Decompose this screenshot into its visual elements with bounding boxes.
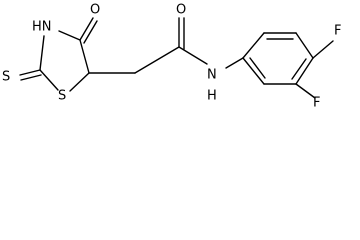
- bond-ar-6: [242, 57, 265, 85]
- atom-label-hn-ring: HN: [32, 20, 52, 35]
- bond-c2-s-double-b: [20, 74, 42, 81]
- atom-label-h-amide: H: [207, 89, 217, 104]
- bond-c4-o-double-a: [79, 17, 94, 41]
- atom-label-s-ring: S: [58, 89, 66, 104]
- atom-label-o-amide: O: [176, 3, 186, 18]
- atom-label-f-bottom: F: [313, 96, 320, 111]
- atom-label-o-ring: O: [90, 3, 100, 18]
- bond-ring-nh-c4: [58, 30, 81, 41]
- bond-ring-s-c2: [39, 69, 59, 91]
- bond-ar-1: [242, 32, 265, 59]
- bond-ar-inner-2: [291, 58, 307, 80]
- bond-c2-s-double-a: [19, 69, 41, 76]
- bond-c-f-bottom: [295, 83, 316, 99]
- molecule-structure: HN O S S O N H F F: [2, 3, 341, 111]
- bond-carbonyl-n: [178, 46, 208, 65]
- bond-c-f-top: [312, 40, 334, 59]
- bond-n-aryl: [225, 57, 244, 69]
- atom-label-s-exo: S: [2, 70, 10, 85]
- bond-ar-3: [295, 32, 314, 59]
- bond-ring-c2-nh: [39, 35, 45, 71]
- atom-label-f-top: F: [334, 24, 341, 39]
- bond-ring-c4-c5: [79, 39, 90, 74]
- bond-ar-inner-3: [249, 57, 266, 79]
- bond-ch2-carbonyl: [134, 46, 180, 74]
- bond-ar-4: [295, 57, 314, 85]
- bond-ring-c5-s: [69, 72, 90, 92]
- atom-label-n-amide: N: [207, 68, 217, 83]
- bond-c4-o-double-b: [83, 20, 98, 44]
